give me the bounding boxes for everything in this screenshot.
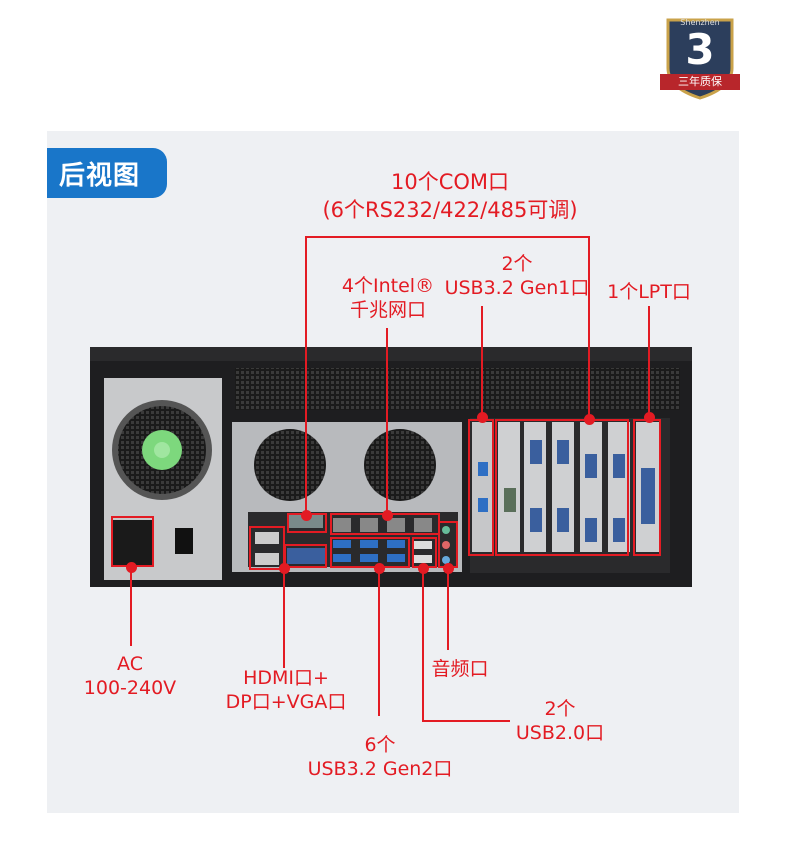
usbgen1-dot xyxy=(477,412,488,423)
badge-brand: Shenzhen xyxy=(680,18,720,27)
com-line-left xyxy=(305,236,307,514)
warranty-badge: Shenzhen 3 三年质保 xyxy=(658,12,742,102)
com-line-right xyxy=(588,236,590,419)
lpt-line xyxy=(648,306,650,416)
lan-line xyxy=(386,328,388,514)
power-switch xyxy=(175,528,193,554)
section-tag: 后视图 xyxy=(47,148,167,198)
com-cards-box xyxy=(495,419,629,556)
lpt-dot xyxy=(644,412,655,423)
ac-line xyxy=(130,566,132,646)
badge-number: 3 xyxy=(685,25,715,74)
com-label: 10个COM口(6个RS232/422/485可调) xyxy=(322,170,578,222)
top-vent xyxy=(235,368,680,410)
usbgen2-line xyxy=(378,566,380,716)
usb2-line-v xyxy=(422,566,424,722)
usb2-line-h xyxy=(422,720,510,722)
vga-box xyxy=(284,544,327,568)
com-bracket-top xyxy=(305,236,590,238)
section-tag-label: 后视图 xyxy=(59,160,141,191)
hdmi-box xyxy=(249,526,285,570)
ac-box xyxy=(111,516,154,567)
lpt-label: 1个LPT口 xyxy=(607,281,691,303)
usbgen1-box xyxy=(468,419,494,556)
badge-ribbon: 三年质保 xyxy=(678,75,722,88)
com-dot-left xyxy=(301,510,312,521)
usbgen1-line xyxy=(481,306,483,416)
lpt-box xyxy=(633,419,661,556)
ac-socket xyxy=(113,520,153,565)
audio-box xyxy=(438,521,458,568)
hdmi-line xyxy=(283,566,285,668)
hdmi-label: HDMI口+DP口+VGA口 xyxy=(225,667,347,713)
com-port-box xyxy=(287,513,327,533)
lan-label: 4个Intel® 千兆网口 xyxy=(341,275,435,321)
lan-box xyxy=(330,513,440,535)
audio-line xyxy=(447,566,449,650)
usbgen2-box xyxy=(330,537,410,568)
lan-dot xyxy=(382,510,393,521)
shield-icon xyxy=(660,18,740,100)
audio-label: 音频口 xyxy=(431,658,489,680)
